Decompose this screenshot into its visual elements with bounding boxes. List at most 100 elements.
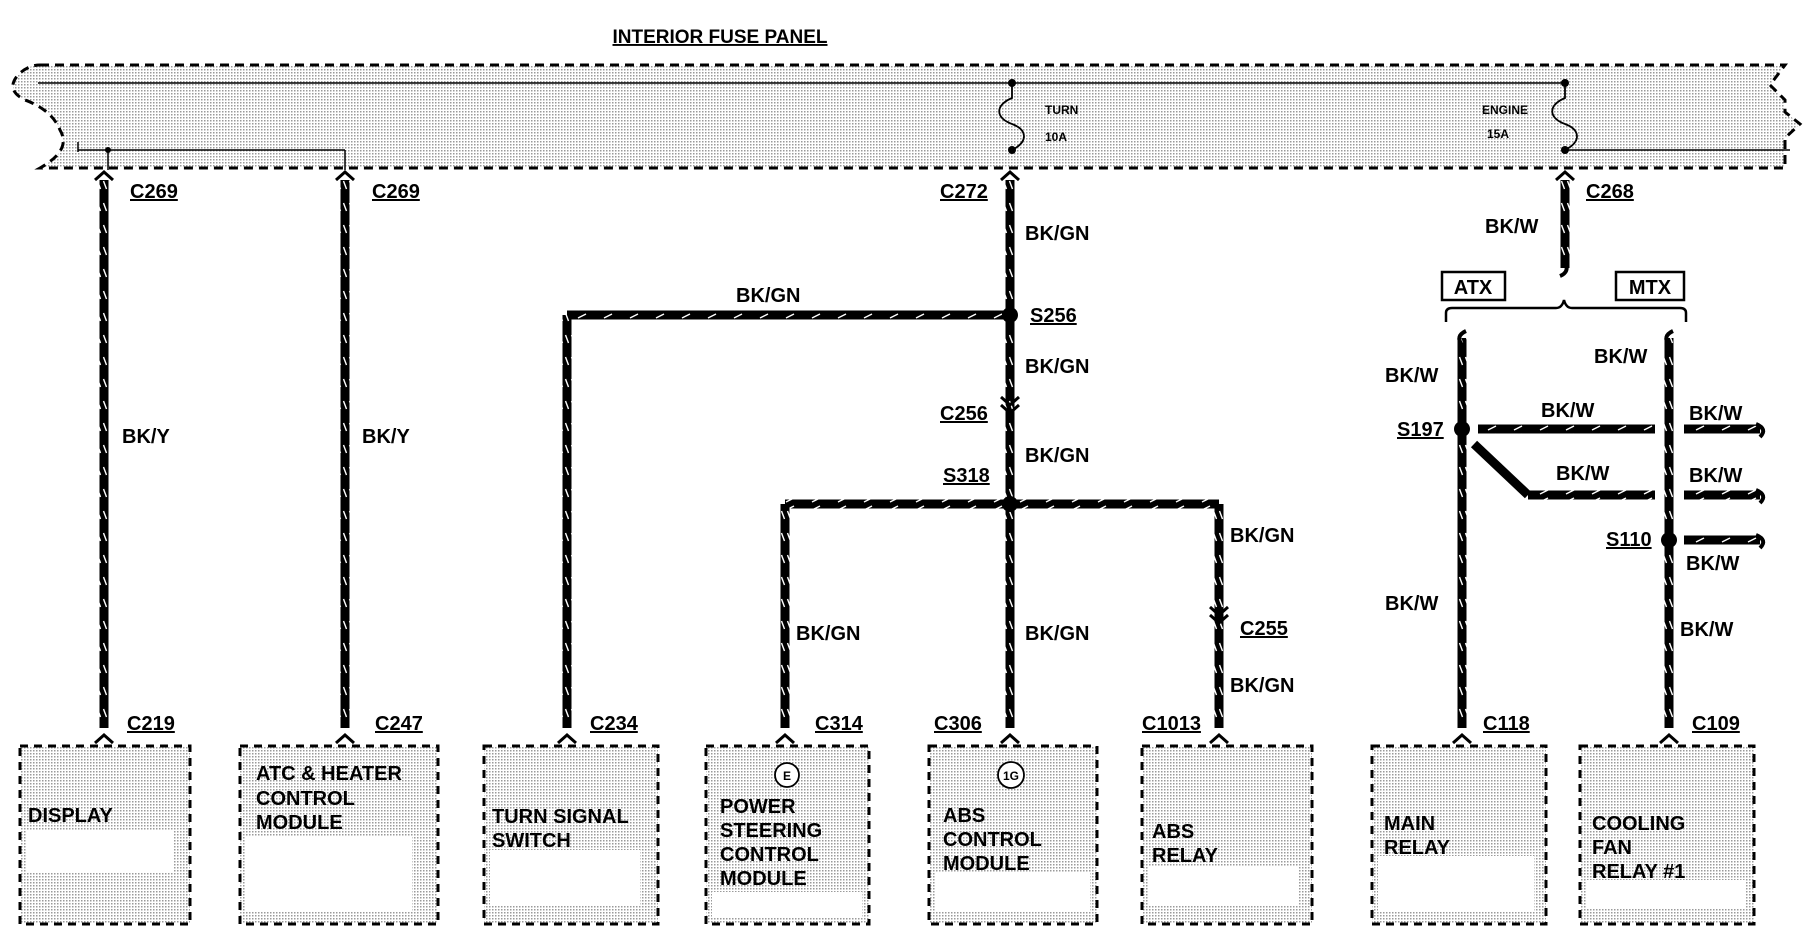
wire-psm bbox=[780, 504, 790, 728]
panel-title: INTERIOR FUSE PANEL bbox=[613, 27, 828, 48]
wire-turn-branch-v bbox=[562, 315, 572, 728]
svg-text:10A: 10A bbox=[1045, 130, 1067, 144]
component-main-relay: MAIN RELAY bbox=[1370, 744, 1548, 926]
atx-label: ATX bbox=[1454, 277, 1493, 299]
wire-label-atc: BK/Y bbox=[362, 426, 410, 448]
splice-label-s197: S197 bbox=[1397, 419, 1444, 441]
connector-marks bbox=[94, 169, 1766, 745]
connector-c234: C234 bbox=[590, 713, 639, 735]
wire-label-abs-module: BK/GN bbox=[1025, 623, 1089, 645]
splice-s318 bbox=[1002, 496, 1018, 512]
interior-fuse-panel bbox=[11, 63, 1803, 170]
wire-label-s197-branch2: BK/W bbox=[1556, 463, 1609, 485]
wire-label-c272-s256: BK/GN bbox=[1025, 223, 1089, 245]
bottom-connector-mark-4 bbox=[1000, 732, 1020, 745]
inline-connector-c255-mark bbox=[1209, 605, 1229, 618]
wire-s256-s318 bbox=[1005, 315, 1015, 504]
splice-s110 bbox=[1661, 532, 1677, 548]
bottom-connector-mark-5 bbox=[1209, 732, 1229, 745]
svg-text:MODULE: MODULE bbox=[720, 868, 807, 890]
wire-label-out2: BK/W bbox=[1689, 465, 1742, 487]
wire-c272-s256 bbox=[1005, 180, 1015, 315]
bottom-connector-mark-3 bbox=[775, 732, 795, 745]
component-power-steering-control-module: E POWER STEERING CONTROL MODULE bbox=[704, 744, 871, 926]
wire-label-s256-c256: BK/GN bbox=[1025, 356, 1089, 378]
wire-label-mtx-upper: BK/W bbox=[1594, 346, 1647, 368]
labels: C269 C269 C272 C268 BK/Y BK/Y BK/GN BK/G… bbox=[122, 181, 1742, 735]
abs-1g-badge bbox=[997, 761, 1025, 789]
svg-text:RELAY: RELAY bbox=[1152, 845, 1219, 867]
svg-text:ATC & HEATER: ATC & HEATER bbox=[256, 763, 402, 785]
mtx-start-hook bbox=[1664, 329, 1674, 347]
bottom-connector-mark-2 bbox=[557, 732, 577, 745]
svg-text:CONTROL: CONTROL bbox=[720, 844, 819, 866]
connector-c247: C247 bbox=[375, 713, 423, 735]
out1-end-hook bbox=[1755, 422, 1766, 439]
wire-s197-branch2 bbox=[1528, 490, 1655, 500]
engine-fuse: ENGINE 15A bbox=[1482, 83, 1578, 151]
connector-c269-display: C269 bbox=[130, 181, 178, 203]
turn-fuse: TURN 10A bbox=[998, 83, 1078, 151]
splice-s197 bbox=[1454, 421, 1470, 437]
wire-s197-diagonal bbox=[1470, 440, 1532, 499]
splice-label-s110: S110 bbox=[1606, 529, 1652, 551]
svg-text:TURN: TURN bbox=[1045, 103, 1078, 117]
connector-c1013: C1013 bbox=[1142, 713, 1201, 735]
wire-label-c256-s318: BK/GN bbox=[1025, 445, 1089, 467]
svg-text:ENGINE: ENGINE bbox=[1482, 103, 1528, 117]
svg-text:COOLING: COOLING bbox=[1592, 813, 1685, 835]
connector-c269-atc: C269 bbox=[372, 181, 420, 203]
svg-text:ABS: ABS bbox=[1152, 821, 1194, 843]
bottom-connector-mark-7 bbox=[1659, 732, 1679, 745]
component-abs-relay: ABS RELAY bbox=[1140, 744, 1314, 926]
wire-s197-branch1 bbox=[1478, 424, 1655, 434]
svg-text:POWER: POWER bbox=[720, 796, 796, 818]
wire-turn-branch-h bbox=[567, 310, 1010, 320]
connector-c272: C272 bbox=[940, 181, 988, 203]
top-connector-mark-2 bbox=[1000, 169, 1020, 182]
bottom-connector-mark-0 bbox=[94, 732, 114, 745]
svg-text:15A: 15A bbox=[1487, 127, 1509, 141]
wire-s318-left-h bbox=[785, 499, 1010, 509]
wire-label-mtx-lower: BK/W bbox=[1680, 619, 1733, 641]
svg-text:ABS: ABS bbox=[943, 805, 985, 827]
wire-label-display: BK/Y bbox=[122, 426, 170, 448]
inline-connector-c256-mark bbox=[1000, 395, 1020, 408]
connector-c268: C268 bbox=[1586, 181, 1634, 203]
atx-start-hook bbox=[1457, 329, 1467, 347]
svg-text:E: E bbox=[783, 769, 791, 783]
wire-label-atx-lower: BK/W bbox=[1385, 593, 1438, 615]
svg-text:SWITCH: SWITCH bbox=[492, 830, 571, 852]
wires bbox=[99, 180, 1760, 728]
top-connector-mark-3 bbox=[1555, 169, 1575, 182]
connector-c306: C306 bbox=[934, 713, 982, 735]
wire-display bbox=[99, 180, 109, 728]
svg-text:MODULE: MODULE bbox=[256, 812, 343, 834]
out3-end-hook bbox=[1755, 533, 1766, 550]
top-connector-mark-1 bbox=[335, 169, 355, 182]
svg-text:MODULE: MODULE bbox=[943, 853, 1030, 875]
svg-text:TURN SIGNAL: TURN SIGNAL bbox=[492, 806, 629, 828]
svg-text:1G: 1G bbox=[1003, 769, 1019, 783]
svg-text:DISPLAY: DISPLAY bbox=[28, 805, 114, 827]
wire-s318-right-h bbox=[1010, 499, 1219, 509]
wire-abs-module bbox=[1005, 504, 1015, 728]
top-connector-mark-0 bbox=[94, 169, 114, 182]
wire-label-engine-feed: BK/W bbox=[1485, 216, 1538, 238]
engine-feed-end-hook bbox=[1559, 261, 1569, 278]
wire-label-abs-relay-upper: BK/GN bbox=[1230, 525, 1294, 547]
wire-out3 bbox=[1684, 535, 1760, 545]
connector-c109: C109 bbox=[1692, 713, 1740, 735]
connector-c314: C314 bbox=[815, 713, 864, 735]
svg-text:RELAY #1: RELAY #1 bbox=[1592, 861, 1685, 883]
wire-out1 bbox=[1684, 424, 1760, 434]
wire-label-out3: BK/W bbox=[1686, 553, 1739, 575]
svg-text:STEERING: STEERING bbox=[720, 820, 822, 842]
component-atc-heater-control-module: ATC & HEATER CONTROL MODULE bbox=[238, 744, 440, 926]
connector-c118: C118 bbox=[1483, 713, 1530, 735]
wire-atc bbox=[340, 180, 350, 728]
wire-engine-feed bbox=[1560, 180, 1570, 268]
wire-label-atx-upper: BK/W bbox=[1385, 365, 1438, 387]
svg-text:CONTROL: CONTROL bbox=[256, 788, 355, 810]
